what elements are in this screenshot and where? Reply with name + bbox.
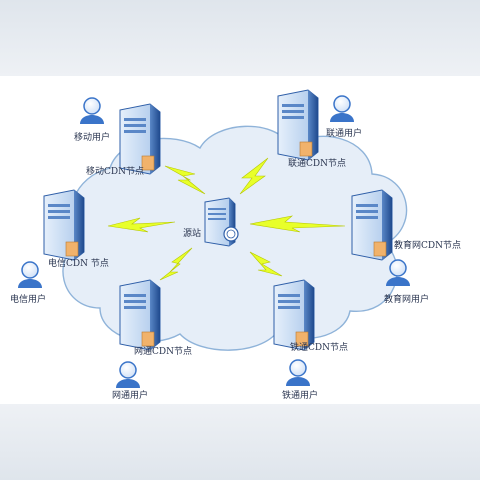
server-icon-edu — [351, 189, 393, 261]
node-label-telecom: 电信CDN 节点 — [48, 259, 109, 269]
user-label-netcom: 网通用户 — [112, 391, 149, 401]
bottom-blur-band — [0, 404, 480, 480]
node-label-netcom: 网通CDN节点 — [134, 347, 192, 357]
user-label-unicom: 联通用户 — [326, 129, 363, 139]
server-icon-netcom — [119, 279, 161, 351]
node-label-mobile: 移动CDN节点 — [86, 167, 144, 177]
lightning-bolt-edu — [249, 215, 346, 233]
node-label-unicom: 联通CDN节点 — [288, 159, 346, 169]
user-icon-unicom — [330, 95, 354, 122]
origin-label: 源站 — [183, 229, 202, 239]
origin-server-icon — [204, 197, 239, 247]
lightning-bolt-unicom — [239, 157, 269, 195]
user-icon-edu — [386, 259, 410, 286]
user-icon-telecom — [18, 261, 42, 288]
node-label-edu: 教育网CDN节点 — [394, 241, 461, 251]
user-icon-mobile — [80, 97, 104, 124]
lightning-bolt-railcom — [249, 251, 283, 277]
node-label-railcom: 铁通CDN节点 — [290, 343, 348, 353]
user-label-railcom: 铁通用户 — [282, 391, 319, 401]
server-icon-mobile — [119, 103, 161, 175]
server-icon-telecom — [43, 189, 85, 261]
lightning-bolt-netcom — [159, 247, 193, 281]
lightning-links — [107, 157, 346, 281]
diagram-canvas — [18, 89, 410, 388]
user-icon-netcom — [116, 361, 140, 388]
cdn-network-diagram: 源站 移动CDN节点 移动用户 联通CDN节点 联通用户 电信CDN 节点 电信… — [0, 76, 480, 404]
user-label-mobile: 移动用户 — [74, 133, 111, 143]
user-label-telecom: 电信用户 — [10, 295, 47, 305]
user-icon-railcom — [286, 359, 310, 386]
user-label-edu: 教育网用户 — [384, 295, 430, 305]
lightning-bolt-telecom — [107, 217, 176, 233]
server-icon-railcom — [273, 279, 315, 351]
top-blur-band — [0, 0, 480, 76]
server-icon-unicom — [277, 89, 319, 161]
lightning-bolt-mobile — [164, 165, 206, 195]
